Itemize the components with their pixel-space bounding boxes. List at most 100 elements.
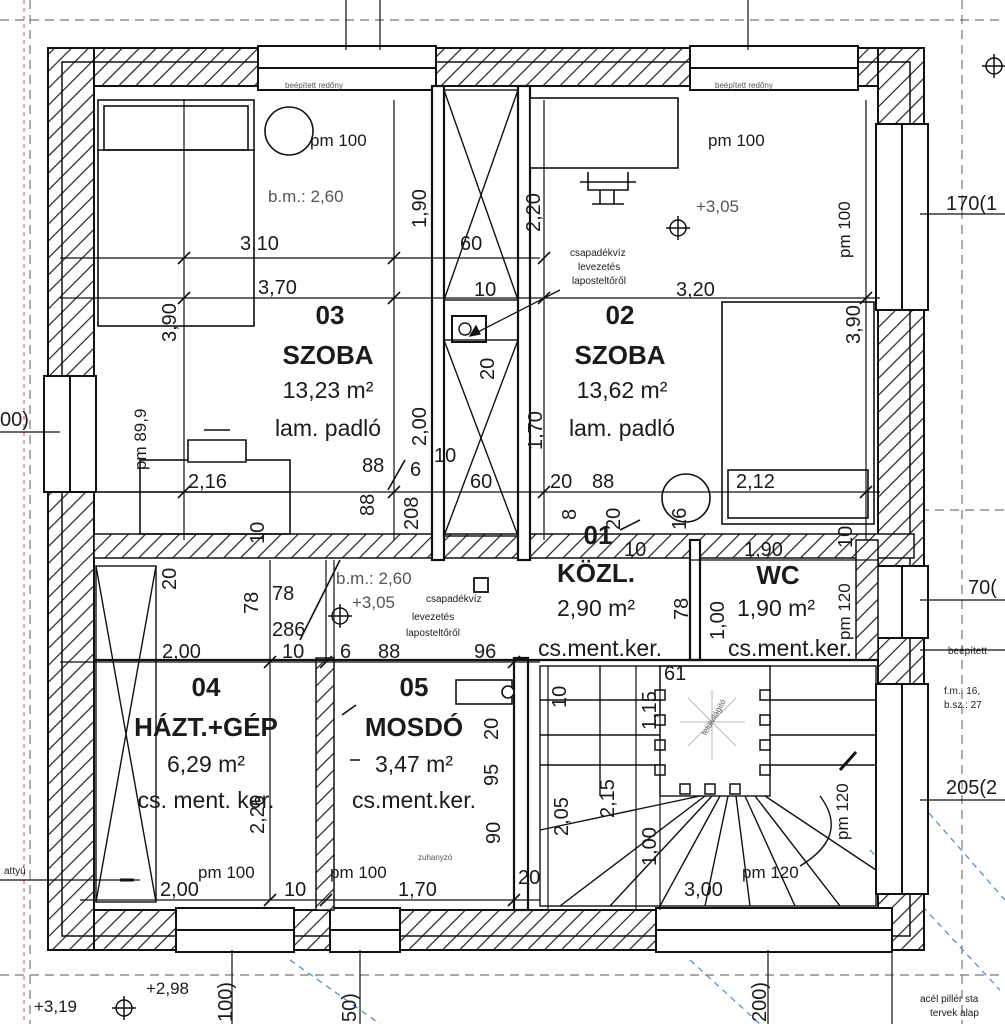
room-05: 05 MOSDÓ 3,47 m² cs.ment.ker. (352, 672, 476, 813)
level-319: +3,19 (34, 997, 77, 1016)
dim-216: 2,16 (188, 471, 227, 493)
dim-10-top: 10 (474, 279, 496, 301)
staircase (539, 665, 877, 907)
room-wc-name: WC (756, 560, 800, 590)
room-01: 01 KÖZL. 2,90 m² cs.ment.ker. (538, 520, 662, 661)
rain-note-1-line1: csapadékvíz (570, 248, 626, 259)
diagonal-ticks (177, 251, 873, 907)
level-markers (112, 54, 1005, 1020)
dim-310: 3,10 (240, 233, 279, 255)
dim-286: 286 (272, 619, 305, 641)
dim-10-bottom: 10 (284, 879, 306, 901)
pm100-note-4: pm 100 (330, 863, 387, 882)
bm-note-2: b.m.: 2,60 (336, 569, 412, 588)
dim-115: 1,15 (639, 691, 661, 730)
room-02-floor: lam. padló (569, 415, 675, 441)
room-03-floor: lam. padló (275, 415, 381, 441)
rain-leader (468, 289, 561, 337)
room-03-name: SZOBA (283, 340, 374, 370)
room-02-area: 13,62 m² (577, 377, 668, 403)
room-01-name: KÖZL. (557, 558, 635, 588)
dim-100-bottom: 100) (215, 982, 237, 1022)
dim-205-right: 205(2 (946, 777, 997, 799)
pm899-note: pm 89,9 (131, 409, 150, 470)
room-wc-area: 1,90 m² (737, 595, 815, 621)
dim-88-vertical: 88 (357, 494, 379, 516)
dim-10-right: 10 (835, 526, 857, 548)
room-04-number: 04 (192, 672, 221, 702)
room-01-floor: cs.ment.ker. (538, 635, 662, 661)
dim-70-right: 70( (968, 577, 997, 599)
dim-88-left: 88 (362, 455, 384, 477)
pm100-note-vertical: pm 100 (835, 201, 854, 258)
room-05-number: 05 (400, 672, 429, 702)
pm120-note-1: pm 120 (742, 863, 799, 882)
room-05-name: MOSDÓ (365, 712, 463, 742)
room-03: 03 SZOBA 13,23 m² lam. padló (275, 300, 381, 441)
dim-10-bath: 10 (282, 641, 304, 663)
pm120-note-vertical-2: pm 120 (833, 783, 852, 840)
dim-170-right: 170(1 (946, 193, 997, 215)
dim-200-bottom: 2,00 (160, 879, 199, 901)
dim-10-kozl: 10 (624, 539, 646, 561)
shafts (95, 89, 519, 903)
dim-10-mid: 10 (434, 445, 456, 467)
room-05-floor: cs.ment.ker. (352, 787, 476, 813)
dim-190: 1,90 (409, 189, 431, 228)
dim-88-bath: 88 (378, 641, 400, 663)
fm-note: f.m.: 16, (944, 686, 980, 697)
dim-215: 2,15 (597, 779, 619, 818)
dim-8: 8 (559, 509, 581, 520)
dim-170-vertical: 1,70 (525, 411, 547, 450)
room-03-number: 03 (316, 300, 345, 330)
dim-320: 3,20 (676, 279, 715, 301)
pm100-note-2: pm 100 (708, 131, 765, 150)
level-298: +2,98 (146, 979, 189, 998)
dim-100-stair: 1,00 (639, 827, 661, 866)
dim-170-bottom: 1,70 (398, 879, 437, 901)
dim-20-bath: 20 (481, 718, 503, 740)
dim-20-mid: 20 (550, 471, 572, 493)
dim-20-bottom: 20 (518, 867, 540, 889)
dim-205: 2,05 (551, 797, 573, 836)
dim-60-top: 60 (460, 233, 482, 255)
dim-200-horizontal: 2,00 (162, 641, 201, 663)
dim-220: 2,20 (523, 193, 545, 232)
dim-95: 95 (481, 764, 503, 786)
furniture (97, 97, 875, 761)
dim-390-right: 3,90 (843, 305, 865, 344)
dim-90: 90 (483, 822, 505, 844)
rain-note-2-line3: laposteltőről (406, 628, 460, 639)
steel-note-2: tervek alap (930, 1008, 979, 1019)
dim-10-stair: 10 (549, 686, 571, 708)
rain-note-1-line3: laposteltőről (572, 276, 626, 287)
room-05-area: 3,47 m² (375, 751, 453, 777)
beepitett-note: beépített (948, 646, 987, 657)
dim-370: 3,70 (258, 277, 297, 299)
rain-note-2-line2: levezetés (412, 612, 454, 623)
dim-50-bottom: 50) (339, 993, 361, 1022)
dim-6-a: 6 (410, 459, 421, 481)
dim-200-bottom-right: 200) (749, 982, 771, 1022)
shower-note: zuhanyzó (418, 853, 453, 862)
rain-note-2-line1: csapadékvíz (426, 594, 482, 605)
dim-190-wc: 1,90 (744, 539, 783, 561)
blind-label-1: beépített redőny (285, 81, 343, 90)
steel-note-1: acél pillér sta (920, 994, 979, 1005)
level-305-2: +3,05 (352, 593, 395, 612)
room-01-area: 2,90 m² (557, 595, 635, 621)
dim-88-right: 88 (592, 471, 614, 493)
dim-78-a: 78 (272, 583, 294, 605)
dim-300: 3,00 (684, 879, 723, 901)
dim-100-wc: 1,00 (707, 601, 729, 640)
dim-208: 208 (401, 497, 423, 530)
windows (43, 45, 929, 953)
dim-20-left: 20 (159, 568, 181, 590)
dim-20-shaft: 20 (477, 358, 499, 380)
dim-226: 2,26 (247, 795, 269, 834)
dim-6-b: 6 (340, 641, 351, 663)
room-wc-floor: cs.ment.ker. (728, 635, 852, 661)
dim-20-door: 20 (603, 508, 625, 530)
